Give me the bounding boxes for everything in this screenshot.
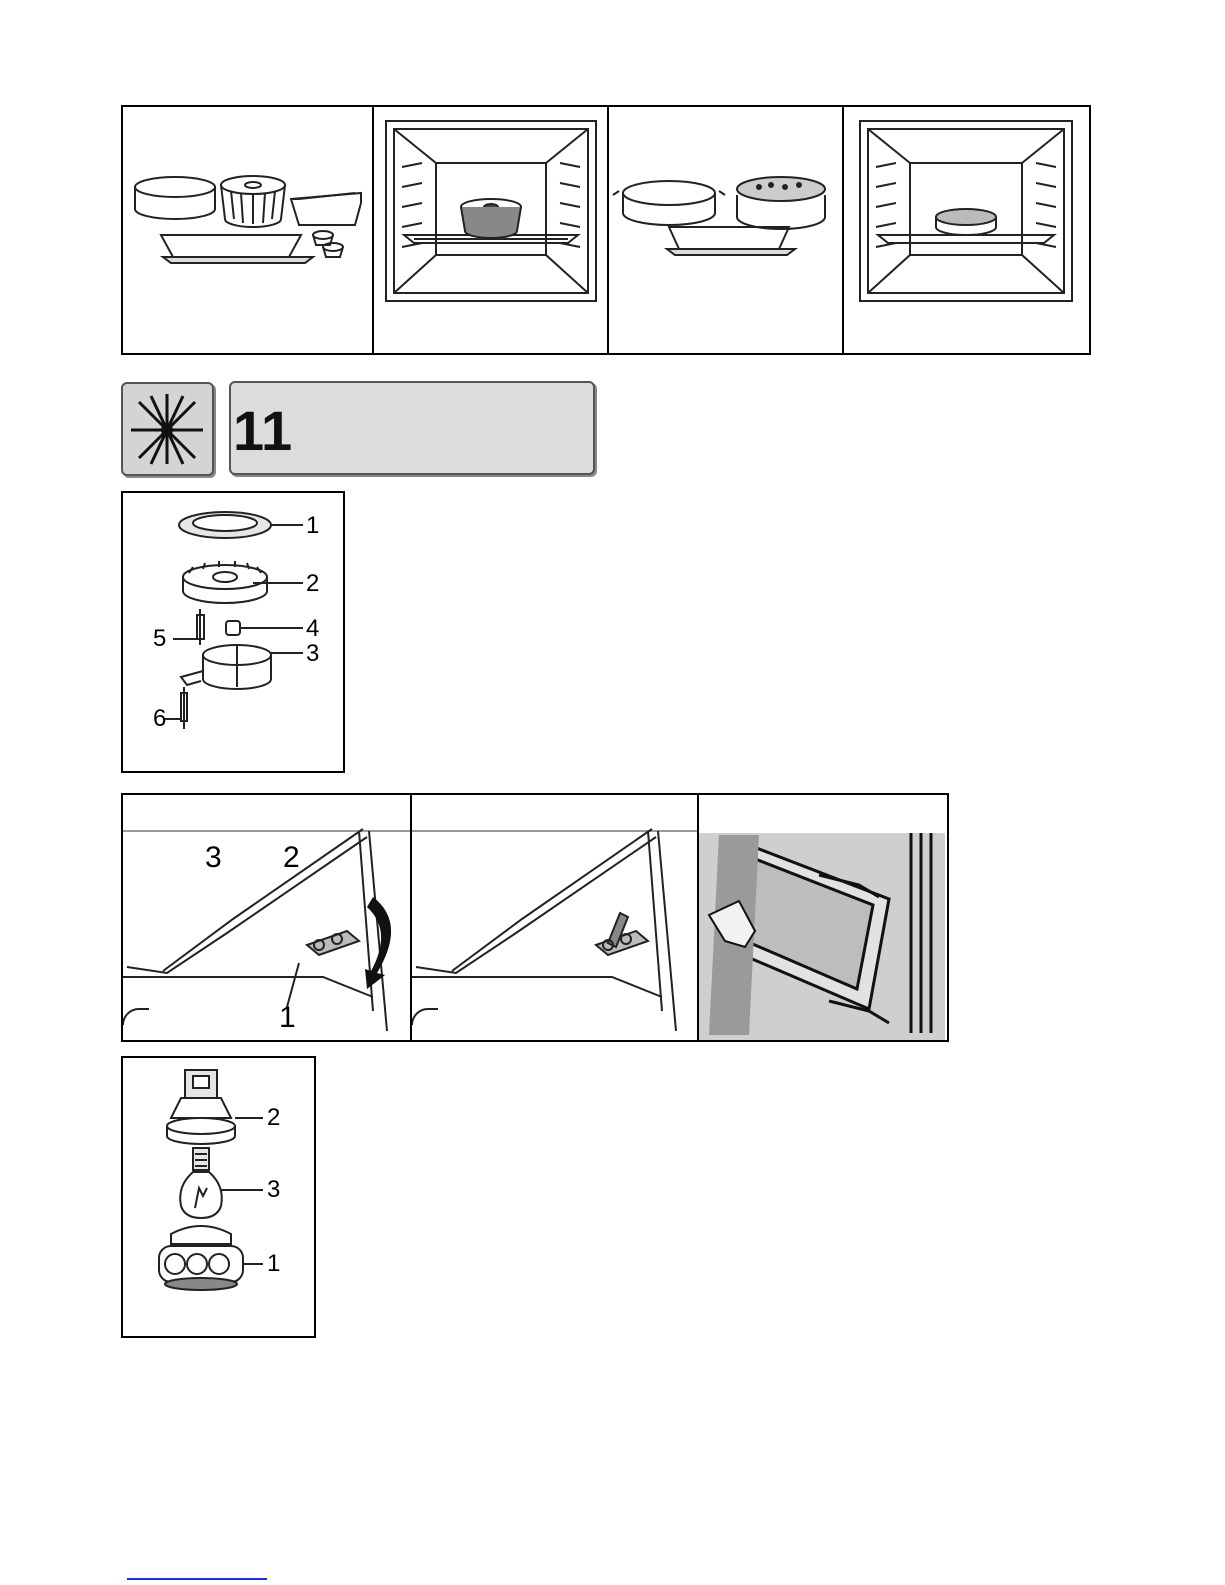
label-injector: 4 [306,617,319,641]
label-lever: 1 [279,1003,296,1033]
label-body: 3 [306,642,319,666]
door-removal-illustrations: 3 2 1 [121,793,949,1042]
label-hinge: 2 [283,843,300,873]
label-bulb: 3 [267,1178,280,1202]
roasting-dishes-illustration [609,107,844,353]
hinge-step-2-illustration [412,795,699,1040]
label-door: 3 [205,843,222,873]
oven-lamp-exploded-diagram: 2 3 1 [121,1056,316,1338]
label-lamp-holder: 2 [267,1106,280,1130]
label-thermocouple: 6 [153,707,166,731]
footer-link-underline[interactable] [127,1578,267,1580]
burner-exploded-diagram: 1 2 4 3 5 6 [121,491,345,773]
label-crown: 2 [306,572,319,596]
section-number: 11 [233,403,292,459]
label-lamp-cover: 1 [267,1252,280,1276]
hinge-step-1-illustration: 3 2 1 [123,795,412,1040]
sparkle-icon [121,382,214,476]
baking-tins-illustration [123,107,374,353]
cookware-illustration-strip [121,105,1091,355]
door-lifting-illustration [699,795,947,1040]
label-ignition-plug: 5 [153,627,166,651]
label-cap: 1 [306,514,319,538]
oven-with-dish-illustration [844,107,1089,353]
oven-with-bundt-illustration [374,107,609,353]
